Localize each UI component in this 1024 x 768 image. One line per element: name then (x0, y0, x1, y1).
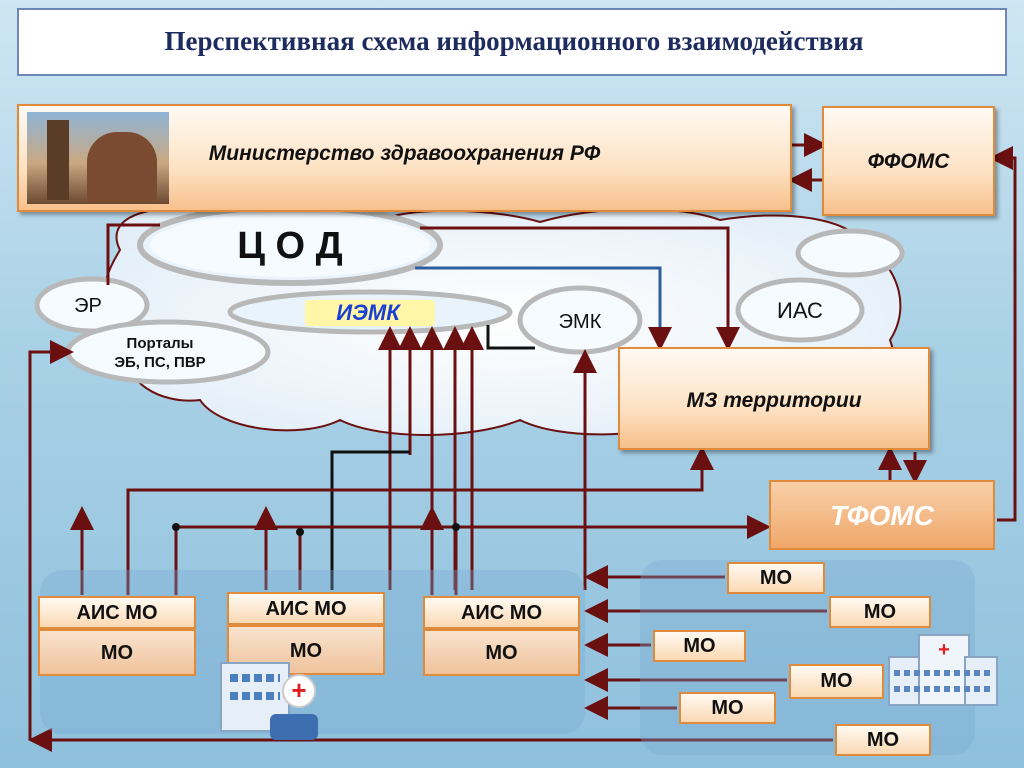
ffoms-box: ФФОМС (822, 106, 995, 216)
portals-label-1: Порталы (127, 335, 194, 352)
mo-right-6: МО (835, 724, 931, 756)
cloud-iemk (227, 289, 513, 335)
arrow-cod-left (106, 223, 160, 285)
mo-right-3: МО (653, 630, 746, 662)
mo-1: МО (38, 629, 196, 676)
page-title: Перспективная схема информационного взаи… (164, 26, 864, 56)
ias-label: ИАС (777, 298, 823, 323)
hospital-icon: + (220, 652, 320, 744)
portals-label-2: ЭБ, ПС, ПВР (114, 354, 205, 371)
ais-mo-3: АИС МО (423, 596, 580, 629)
mo-3: МО (423, 629, 580, 676)
building-photo (27, 112, 169, 204)
mo-right-5: МО (679, 692, 776, 724)
line-emk (486, 325, 535, 350)
cloud-portals (65, 319, 271, 385)
cloud-ias (735, 277, 865, 343)
arrow-tfoms-ffoms (989, 146, 1017, 522)
emk-label: ЭМК (559, 311, 602, 333)
ais-mo-1: АИС МО (38, 596, 196, 629)
red-cross-icon: + (282, 674, 316, 708)
ffoms-label: ФФОМС (867, 150, 950, 173)
ais-mo-2: АИС МО (227, 592, 385, 625)
mz-territory-box: МЗ территории (618, 347, 930, 450)
hospital-icon: + (888, 630, 1000, 710)
iemk-label: ИЭМК (336, 300, 401, 325)
tfoms-box: ТФОМС (769, 480, 995, 550)
ministry-box: Министерство здравоохранения РФ (17, 104, 792, 212)
er-label: ЭР (74, 295, 102, 317)
arrow-ais-mz (126, 446, 714, 595)
mo-right-1: МО (727, 562, 825, 594)
cod-label: Ц О Д (237, 225, 343, 267)
red-cross-icon: + (938, 639, 950, 661)
cloud-empty (795, 228, 905, 278)
line-cod-black (330, 450, 410, 590)
ministry-label: Министерство здравоохранения РФ (208, 142, 601, 165)
tfoms-label: ТФОМС (830, 500, 934, 531)
title-box: Перспективная схема информационного взаи… (17, 8, 1007, 76)
arrow-cod-mz-blue (415, 266, 672, 351)
mz-territory-label: МЗ территории (686, 389, 862, 412)
mo-right-4: МО (789, 664, 884, 699)
arrow-portals (28, 340, 74, 740)
arrow-cod-mz (420, 226, 740, 351)
mo-right-2: МО (829, 596, 931, 628)
